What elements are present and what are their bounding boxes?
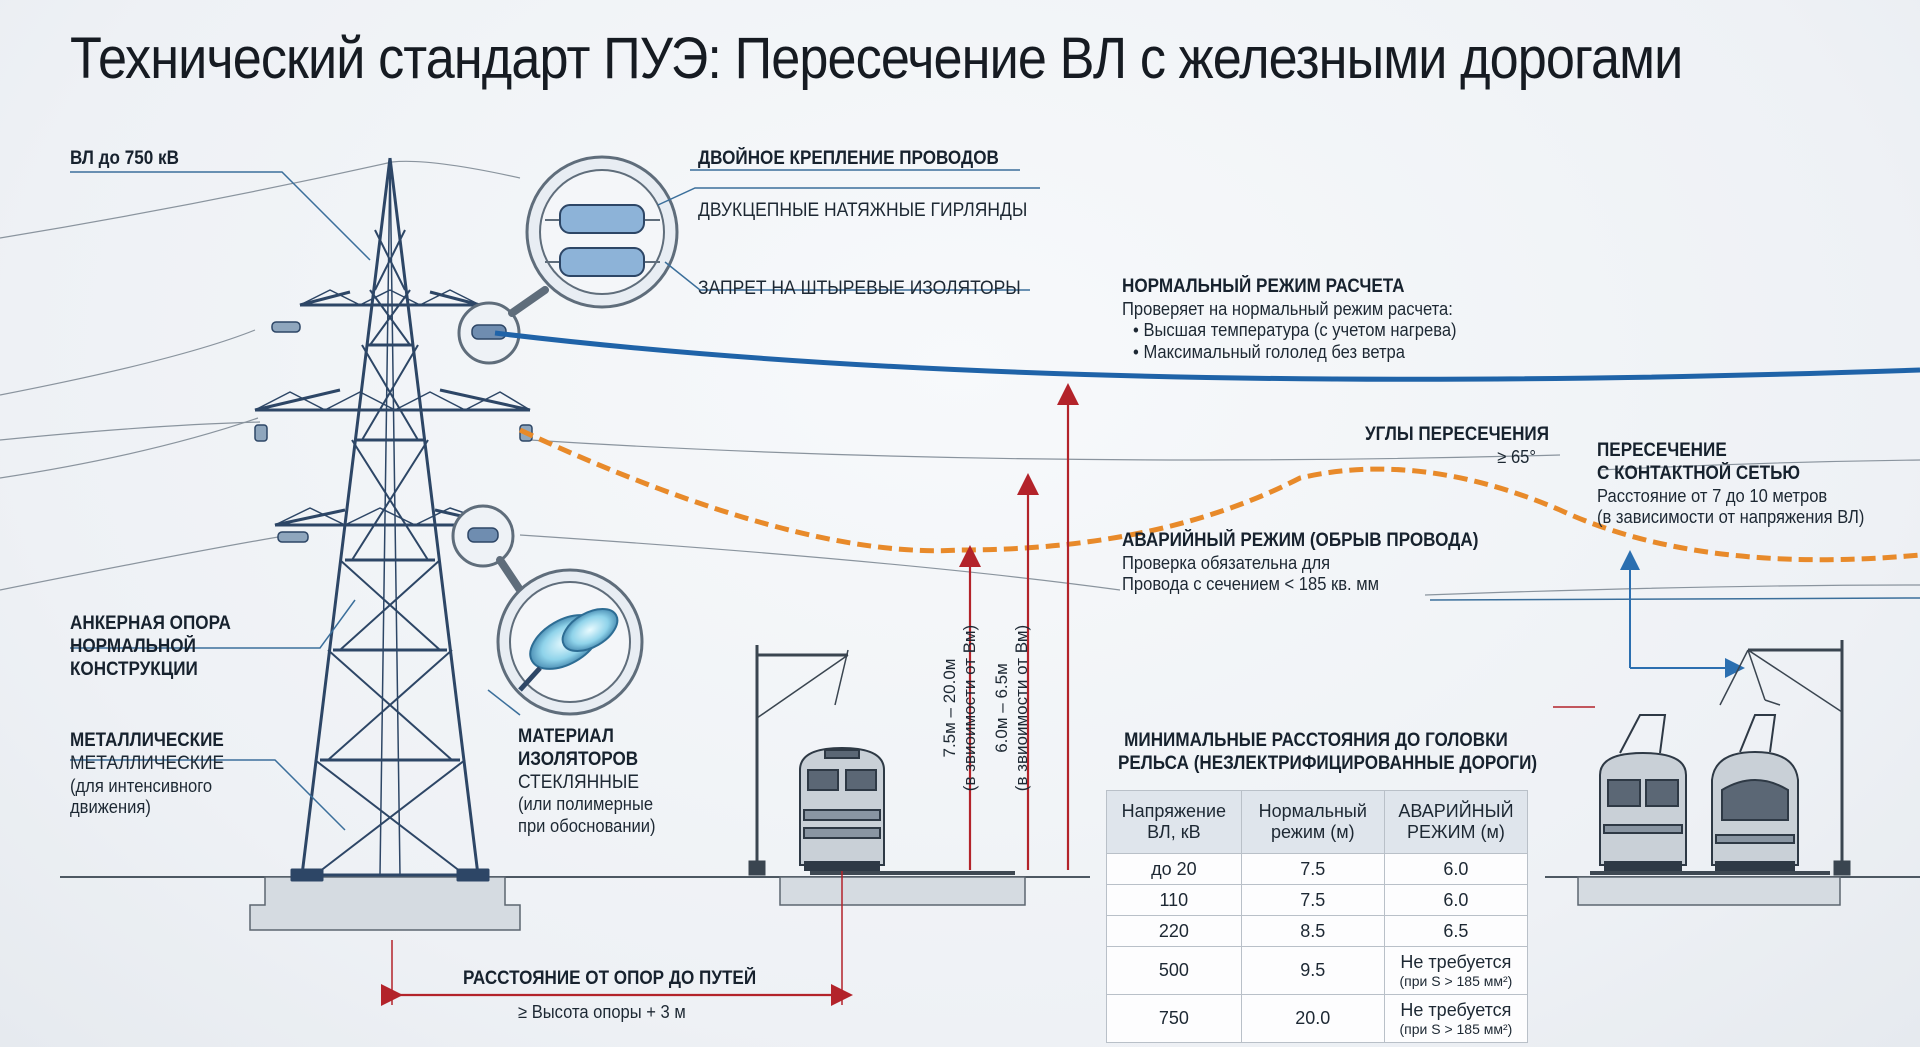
dimension-arrows (381, 383, 1079, 1006)
anchor-line-1: АНКЕРНАЯ ОПОРА (70, 613, 231, 634)
insulator-line-1: СТЕКЛЯННЫЕ (518, 771, 640, 793)
table-cell: 7.5 (1240, 853, 1385, 885)
header-emergency-1: АВАРИЙНЫЙ (1398, 801, 1514, 822)
table-cell: 6.5 (1383, 915, 1529, 947)
dim2-line-2: (в звиоимости от Вм) (1012, 624, 1032, 792)
metal-block: МЕТАЛЛИЧЕСКИЕ МЕТАЛЛИЧЕСКИЕ (для интенси… (70, 730, 241, 819)
label-double-mount: ДВОЙНОЕ КРЕПЛЕНИЕ ПРОВОДОВ (698, 148, 999, 169)
anchor-line-3: КОНСТРУКЦИИ (70, 658, 198, 680)
anchor-line-2: НОРМАЛЬНОЙ (70, 635, 196, 657)
emergency-heading: АВАРИЙНЫЙ РЕЖИМ (ОБРЫВ ПРОВОДА) (1122, 530, 1479, 551)
table-cell: 220 (1106, 915, 1242, 947)
table-title: МИНИМАЛЬНЫЕ РАССТОЯНИЯ ДО ГОЛОВКИ РЕЛЬСА… (1096, 730, 1538, 776)
header-voltage-1: Напряжение (1121, 801, 1227, 822)
table-cell: 8.5 (1240, 915, 1385, 947)
normal-mode-block: НОРМАЛЬНЫЙ РЕЖИМ РАСЧЕТА Проверяет на но… (1122, 276, 1486, 364)
header-voltage-2: ВЛ, кВ (1147, 822, 1201, 842)
insulator-heading-2: ИЗОЛЯТОРОВ (518, 748, 639, 770)
table-title-2: РЕЛЬСА (НЕЗЛЕКТРИФИЦИРОВАННЫЕ ДОРОГИ) (1118, 752, 1538, 774)
table-cell: 6.0 (1383, 884, 1529, 916)
table-row: 110 7.5 6.0 (1106, 884, 1529, 916)
table-row: 500 9.5 Не требуется(при S > 185 мм²) (1106, 946, 1529, 995)
table-row: 220 8.5 6.5 (1106, 915, 1529, 947)
dimension-label-2: 6.0м – 6.5м (в звиоимости от Вм) (992, 578, 1036, 838)
header-normal-2: режим (м) (1270, 822, 1355, 842)
contact-block: ПЕРЕСЕЧЕНИЕ С КОНТАКТНОЙ СЕТЬЮ Расстояни… (1597, 440, 1888, 529)
table-row: до 20 7.5 6.0 (1106, 853, 1529, 885)
angles-value: ≥ 65° (1497, 446, 1536, 467)
dim1-line-1: 7.5м – 20.0м (940, 658, 959, 758)
table-cell: 20.0 (1240, 994, 1385, 1043)
angles-heading: УГЛЫ ПЕРЕСЕЧЕНИЯ (1365, 424, 1550, 445)
leader-lines (70, 169, 1920, 831)
cell-note: (при S > 185 мм²) (1399, 1021, 1513, 1037)
table-cell: 7.5 (1240, 884, 1385, 916)
metal-line-2: (для интенсивного (70, 775, 213, 796)
contact-line-1: Расстояние от 7 до 10 метров (1597, 485, 1828, 506)
emergency-mode-wire (518, 427, 1920, 563)
metal-line-3: движения) (70, 797, 151, 818)
magnifier-bottom (451, 504, 644, 716)
header-normal-1: Нормальный (1258, 801, 1367, 822)
emergency-line-1: Проверка обязательна для (1122, 552, 1331, 573)
insulator-heading-1: МАТЕРИАЛ (518, 726, 614, 747)
label-vl: ВЛ до 750 кВ (70, 148, 179, 169)
contact-arrow (1620, 550, 1745, 678)
normal-mode-wire (494, 330, 1920, 382)
cell-note: (при S > 185 мм²) (1399, 973, 1513, 989)
contact-heading-1: ПЕРЕСЕЧЕНИЕ (1597, 440, 1727, 461)
dim2-line-1: 6.0м – 6.5м (992, 663, 1011, 753)
table-cell: 110 (1106, 884, 1242, 916)
ground (60, 871, 1920, 931)
catenary-left (748, 645, 849, 876)
anchor-block: АНКЕРНАЯ ОПОРА НОРМАЛЬНОЙ КОНСТРУКЦИИ (70, 613, 249, 681)
label-pin-ban: ЗАПРЕТ НА ШТЫРЕВЫЕ ИЗОЛЯТОРЫ (698, 278, 1021, 299)
metal-heading: МЕТАЛЛИЧЕСКИЕ (70, 730, 224, 751)
train-left (799, 746, 885, 871)
table-cell: 750 (1106, 994, 1242, 1043)
label-two-chain: ДВУКЦЕПНЫЕ НАТЯЖНЫЕ ГИРЛЯНДЫ (698, 200, 1028, 221)
table-cell: 500 (1106, 946, 1242, 995)
normal-mode-line-1: Проверяет на нормальный режим расчета: (1122, 298, 1453, 319)
normal-mode-line-3: • Максимальный гололед без ветра (1133, 341, 1405, 362)
table-cell: Не требуется(при S > 185 мм²) (1383, 946, 1529, 995)
table-title-1: МИНИМАЛЬНЫЕ РАССТОЯНИЯ ДО ГОЛОВКИ (1124, 730, 1508, 751)
contact-line-2: (в зависимости от напряжения ВЛ) (1597, 507, 1865, 528)
emergency-line-2: Провода с сечением < 185 кв. мм (1122, 574, 1380, 595)
metal-line-1: МЕТАЛЛИЧЕСКИЕ (70, 752, 225, 774)
transmission-tower (254, 157, 531, 882)
normal-mode-heading: НОРМАЛЬНЫЙ РЕЖИМ РАСЧЕТА (1122, 276, 1405, 297)
table-cell: 9.5 (1240, 946, 1385, 995)
thin-wires (0, 160, 1920, 596)
dim1-line-2: (в звиоимости от Вм) (960, 624, 980, 792)
page-title: Технический стандарт ПУЭ: Пересечение ВЛ… (70, 26, 1683, 91)
insulator-line-2: (или полимерные (518, 794, 654, 815)
dimension-label-1: 7.5м – 20.0м (в звиоимости от Вм) (940, 578, 984, 838)
table-cell: до 20 (1106, 853, 1242, 885)
distance-heading: РАССТОЯНИЕ ОТ ОПОР ДО ПУТЕЙ (463, 968, 757, 989)
header-emergency-2: РЕЖИМ (м) (1406, 822, 1505, 842)
angles-block: УГЛЫ ПЕРЕСЕЧЕНИЯ ≥ 65° (1346, 424, 1550, 468)
table-row: 750 20.0 Не требуется(при S > 185 мм²) (1106, 994, 1529, 1043)
train-right-1 (1599, 714, 1687, 871)
magnifier-top (457, 155, 679, 365)
table-cell: Не требуется(при S > 185 мм²) (1383, 994, 1529, 1043)
cell-main: Не требуется (1400, 952, 1512, 972)
table-cell: 6.0 (1383, 853, 1529, 885)
normal-mode-line-2: • Высшая температура (с учетом нагрева) (1133, 320, 1457, 341)
insulator-line-3: при обосновании) (518, 815, 656, 836)
catenary-right (1719, 640, 1851, 876)
cell-main: Не требуется (1400, 1000, 1512, 1020)
contact-heading-2: С КОНТАКТНОЙ СЕТЬЮ (1597, 462, 1801, 484)
emergency-block: АВАРИЙНЫЙ РЕЖИМ (ОБРЫВ ПРОВОДА) Проверка… (1122, 530, 1518, 596)
train-right-2 (1711, 714, 1799, 871)
insulator-block: МАТЕРИАЛ ИЗОЛЯТОРОВ СТЕКЛЯННЫЕ (или поли… (518, 726, 668, 838)
distance-value: ≥ Высота опоры + 3 м (518, 1002, 686, 1022)
